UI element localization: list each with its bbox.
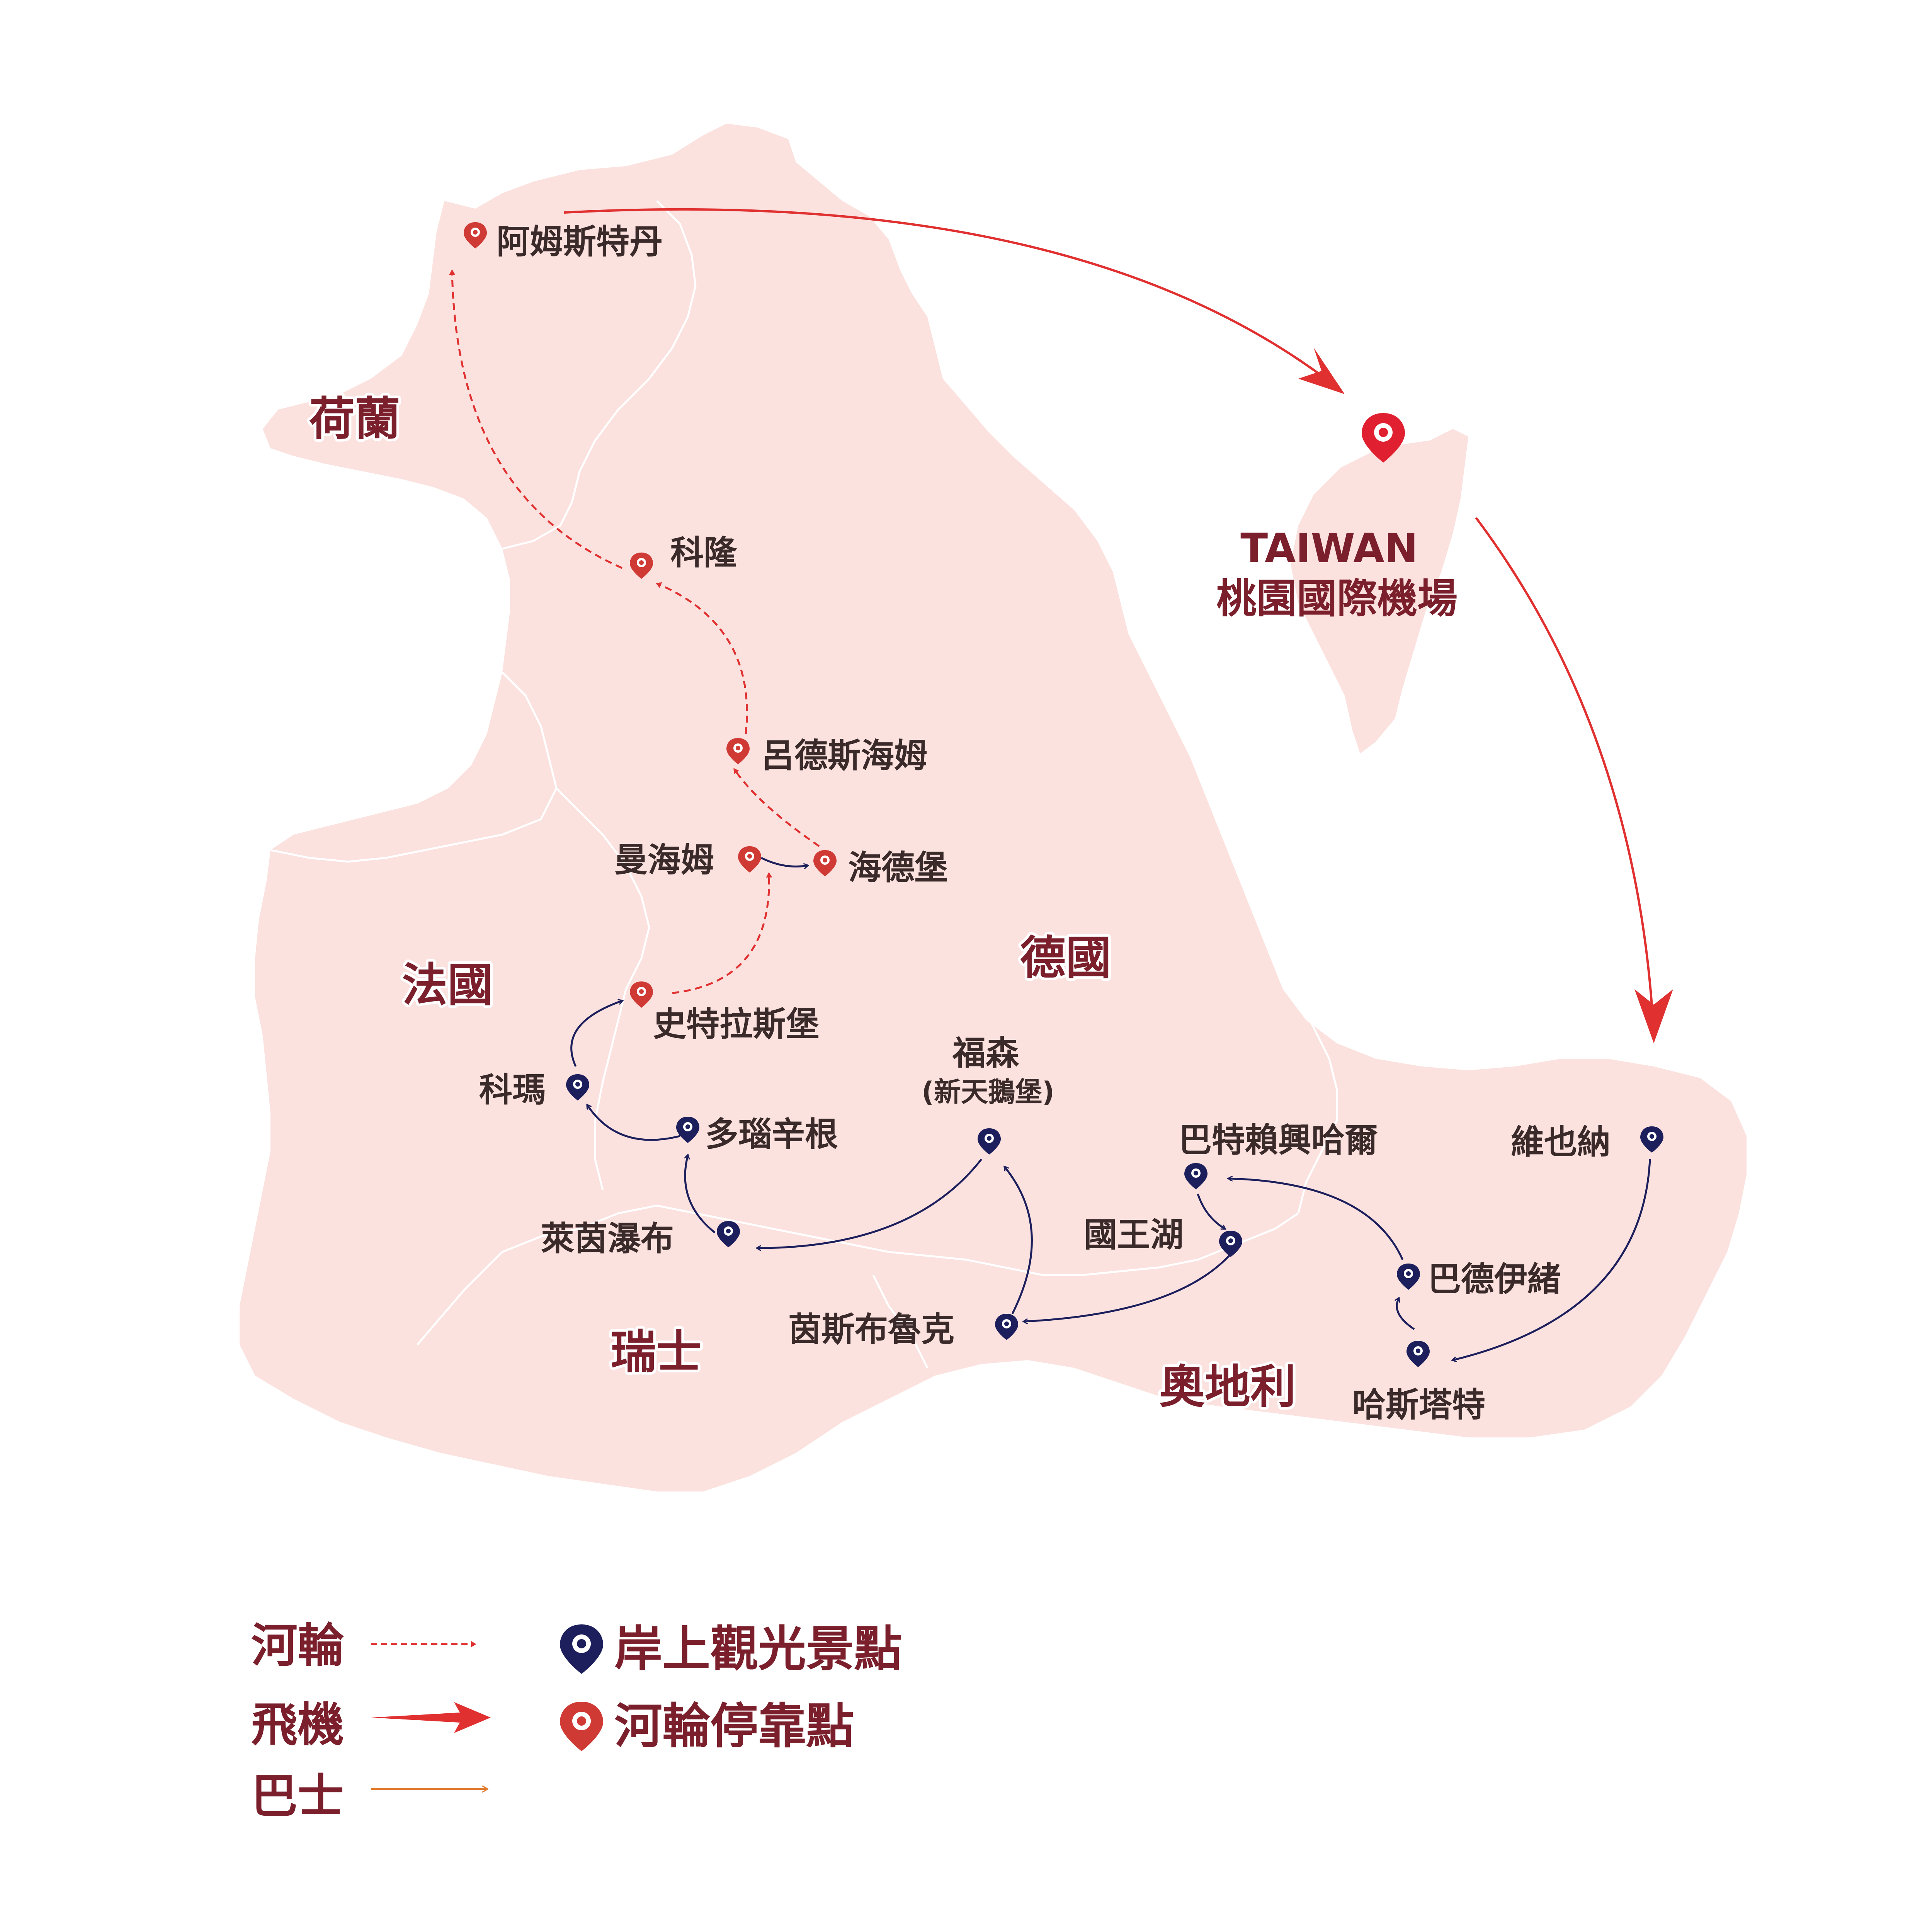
country-labels: 荷蘭 法國 德國 瑞士 奧地利	[306, 389, 1299, 1416]
pin-donaueschingen	[676, 1117, 699, 1143]
label-donaueschingen: 多瑙辛根	[705, 1115, 838, 1154]
label-strasbourg: 史特拉斯堡	[653, 1005, 819, 1044]
legend-label-river-cruise: 河輪	[251, 1619, 344, 1673]
label-rhine-falls: 萊茵瀑布	[541, 1219, 674, 1258]
pin-hallstatt	[1406, 1341, 1430, 1367]
label-fussen: 福森	[952, 1034, 1019, 1073]
label-fussen-sub: (新天鵝堡)	[922, 1076, 1054, 1108]
legend-pin-river-stop	[560, 1702, 603, 1751]
legend-label-flight: 飛機	[251, 1698, 344, 1752]
pin-rudesheim	[726, 738, 750, 764]
pin-bad-ischl	[1397, 1264, 1420, 1290]
pin-innsbruck	[995, 1314, 1018, 1340]
label-taiwan: TAIWAN	[1240, 525, 1418, 572]
legend-label-bus: 巴士	[251, 1770, 344, 1823]
legend-label-river-stop: 河輪停靠點	[614, 1699, 854, 1754]
label-taoyuan-airport: 桃園國際機場	[1216, 575, 1458, 622]
label-cologne: 科隆	[670, 534, 737, 572]
label-bad-ischl: 巴德伊緒	[1428, 1260, 1561, 1299]
country-label-france: 法國	[402, 958, 493, 1012]
pin-taiwan-airport	[1362, 413, 1405, 463]
city-labels: 阿姆斯特丹 科隆 呂德斯海姆 曼海姆 海德堡 史特拉斯堡 科瑪 多瑙辛根 萊茵瀑…	[479, 223, 1611, 1424]
label-mannheim: 曼海姆	[614, 841, 714, 879]
country-label-austria: 奧地利	[1159, 1360, 1296, 1413]
country-label-germany: 德國	[1020, 931, 1111, 985]
europe-landmass	[240, 124, 1747, 1492]
label-heidelberg: 海德堡	[848, 849, 948, 887]
pin-colmar	[566, 1074, 589, 1100]
flight-arrowhead-to-taiwan	[1298, 348, 1345, 394]
shore-routes	[570, 857, 1651, 1360]
label-berchtesgaden: 巴特賴興哈爾	[1179, 1121, 1378, 1160]
taiwan-island	[1291, 429, 1468, 753]
pin-heidelberg	[813, 850, 837, 876]
legend-label-shore-sight: 岸上觀光景點	[614, 1621, 902, 1677]
pin-strasbourg	[630, 981, 653, 1008]
pin-amsterdam	[464, 222, 487, 248]
pin-konigssee	[1219, 1231, 1242, 1257]
pin-vienna	[1640, 1126, 1663, 1153]
flight-routes	[564, 208, 1673, 1043]
country-label-switzerland: 瑞士	[611, 1325, 702, 1379]
shore-sight-pins	[566, 1074, 1663, 1367]
legend-pin-shore	[560, 1624, 603, 1674]
pin-berchtesgaden	[1184, 1163, 1208, 1189]
pin-mannheim	[738, 846, 761, 872]
label-innsbruck: 茵斯布魯克	[788, 1310, 954, 1349]
legend-arrow-flight	[371, 1702, 491, 1733]
taiwan-labels: TAIWAN 桃園國際機場	[1216, 525, 1458, 622]
river-stop-pins	[464, 222, 837, 1008]
label-vienna: 維也納	[1511, 1123, 1611, 1162]
label-hallstatt: 哈斯塔特	[1352, 1386, 1485, 1424]
flight-arrowhead-to-vienna	[1634, 989, 1673, 1043]
label-amsterdam: 阿姆斯特丹	[497, 223, 663, 261]
pin-rhine-falls	[717, 1221, 740, 1247]
label-konigssee: 國王湖	[1084, 1216, 1184, 1254]
pin-fussen	[978, 1128, 1001, 1155]
river-cruise-routes	[449, 269, 820, 994]
country-label-netherlands: 荷蘭	[309, 392, 400, 446]
legend: 河輪 飛機 巴士 岸上觀光景點 河輪停靠點	[251, 1619, 902, 1823]
label-colmar: 科瑪	[479, 1071, 546, 1109]
pin-cologne	[630, 553, 653, 579]
label-rudesheim: 呂德斯海姆	[761, 736, 927, 775]
